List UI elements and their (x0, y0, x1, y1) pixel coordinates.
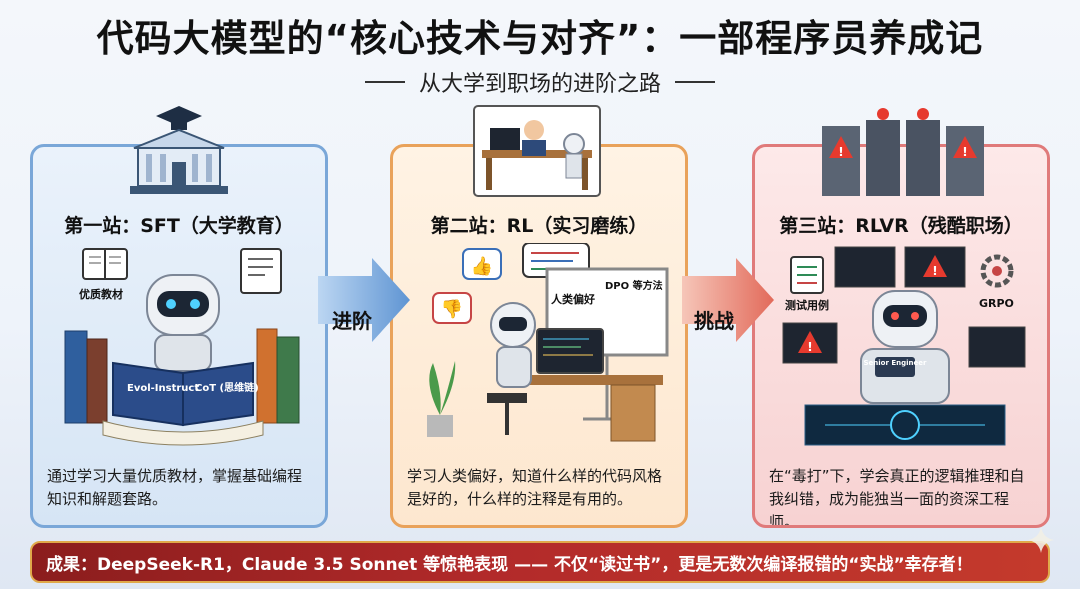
arrow-right-red-icon (682, 258, 774, 342)
arrow-challenge (682, 258, 774, 346)
svg-text:!: ! (807, 340, 812, 354)
label-human-preference: 人类偏好 (551, 292, 595, 306)
desk (503, 375, 663, 385)
circuit-desk (804, 404, 1006, 446)
robot-engineer (860, 290, 950, 404)
label-test-cases: 测试用例 (785, 298, 829, 312)
stage-panel-rlvr: 第三站：RLVR（残酷职场） 测试用例 ! ! GRPO (752, 144, 1050, 528)
stage-title-rlvr: 第三站：RLVR（残酷职场） (779, 215, 1023, 237)
page-subtitle: 从大学到职场的进阶之路 (418, 72, 661, 97)
svg-text:👍: 👍 (471, 255, 493, 277)
thumbs-down-icon: 👎 (432, 292, 472, 324)
stage-description-rlvr: 在“毒打”下，学会真正的逻辑推理和自我纠错，成为能独当一面的资深工程师。 (769, 467, 1025, 528)
arrow-label-challenge: 挑战 (694, 309, 734, 333)
book-label-cot: CoT (思维链) (195, 381, 259, 394)
stage-panel-sft: 第一站：SFT（大学教育） 优质教材 (30, 144, 328, 528)
label-books: 优质教材 (79, 287, 123, 301)
book-label-evol: Evol-Instruct (127, 383, 199, 394)
badge-senior-engineer: Senior Engineer (864, 359, 928, 367)
document-icon (240, 248, 282, 294)
error-monitors: ! ! (782, 246, 1026, 368)
books-stack-right (256, 328, 300, 424)
scene-university: 优质教材 Evol-Instru (64, 248, 300, 446)
subtitle-row: 从大学到职场的进阶之路 (0, 66, 1080, 98)
result-text: 成果：DeepSeek-R1，Claude 3.5 Sonnet 等惊艳表现 —… (46, 554, 973, 575)
books-stack-left (64, 330, 108, 424)
office-worker-icon (473, 105, 601, 197)
scene-workplace: 测试用例 ! ! GRPO Senior Engineer (782, 246, 1026, 446)
robot-intern (490, 302, 536, 388)
subtitle-divider-left (364, 81, 405, 83)
stage-description-sft: 通过学习大量优质教材，掌握基础编程知识和解题套路。 (47, 467, 303, 508)
arrow-label-advance: 进阶 (332, 309, 372, 333)
svg-text:!: ! (962, 145, 967, 159)
chair (487, 393, 527, 403)
svg-text:👎: 👎 (441, 299, 463, 320)
arrow-advance (318, 258, 410, 346)
open-book-icon (82, 248, 128, 280)
plant-icon (427, 361, 456, 437)
thumbs-up-icon: 👍 (462, 248, 502, 280)
server-racks-icon: ! ! (822, 108, 984, 196)
label-dpo: DPO 等方法 (605, 279, 663, 292)
result-banner: 成果：DeepSeek-R1，Claude 3.5 Sonnet 等惊艳表现 —… (30, 541, 1050, 583)
university-icon (130, 106, 228, 194)
page-title: 代码大模型的“核心技术与对齐”：一部程序员养成记 (96, 17, 984, 60)
stage-description-rl: 学习人类偏好，知道什么样的代码风格是好的，什么样的注释是有用的。 (407, 467, 663, 508)
checklist-icon (790, 256, 824, 294)
stage-title-rl: 第二站：RL（实习磨练） (430, 215, 648, 237)
stage-title-sft: 第一站：SFT（大学教育） (64, 215, 294, 237)
sparkle-icon (1028, 527, 1054, 553)
svg-text:!: ! (838, 145, 843, 159)
desk-drawers (610, 384, 656, 442)
svg-text:!: ! (932, 264, 937, 278)
arrow-right-blue-icon (318, 258, 410, 342)
gear-icon (980, 254, 1014, 288)
robot-student (146, 274, 220, 372)
monitor (536, 328, 604, 374)
label-grpo: GRPO (979, 297, 1014, 310)
stage-panel-rl: 第二站：RL（实习磨练） 👍 👎 人类偏好 DPO 等方法 (390, 144, 688, 528)
scene-internship: 👍 👎 人类偏好 DPO 等方法 (427, 243, 669, 442)
open-book-large (102, 361, 264, 446)
subtitle-divider-right (675, 81, 715, 83)
